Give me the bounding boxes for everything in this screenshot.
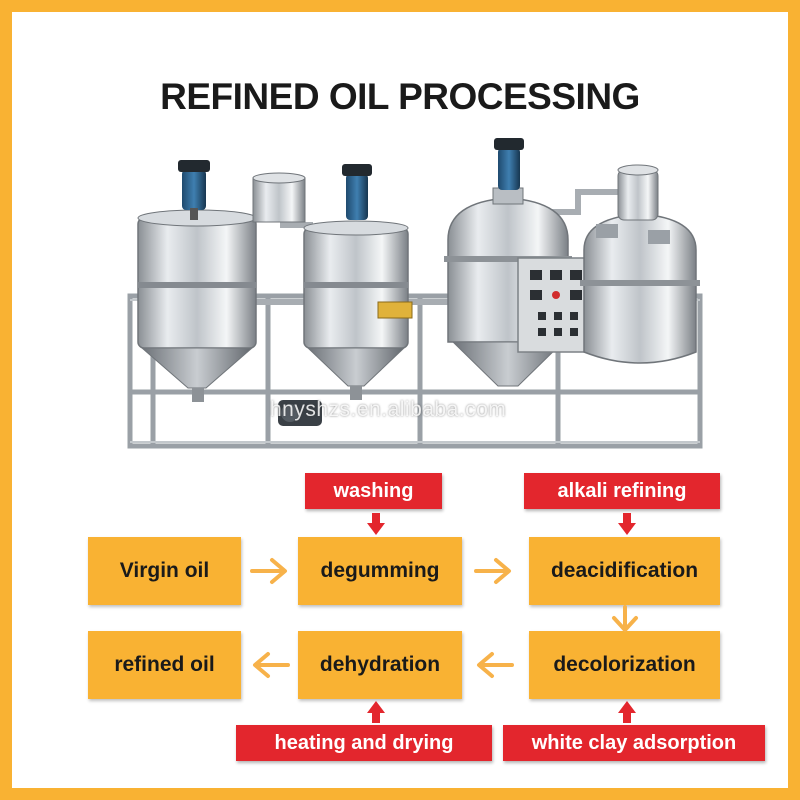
watermark-text: hnyshzs.en.alibaba.com bbox=[270, 398, 507, 421]
arrow-left-icon bbox=[477, 652, 514, 678]
arrow-down-red-icon bbox=[367, 513, 385, 535]
input-alkali-refining: alkali refining bbox=[524, 473, 720, 509]
oil-refinery-machine-image bbox=[127, 138, 703, 449]
step-refined-oil: refined oil bbox=[88, 631, 241, 699]
arrow-up-red-icon bbox=[618, 701, 636, 723]
arrow-right-icon bbox=[250, 558, 287, 584]
page-title: REFINED OIL PROCESSING bbox=[160, 76, 640, 117]
input-washing: washing bbox=[305, 473, 442, 509]
step-decolorization: decolorization bbox=[529, 631, 720, 699]
input-white-clay-adsorption: white clay adsorption bbox=[503, 725, 765, 761]
arrow-left-icon bbox=[253, 652, 290, 678]
arrow-up-red-icon bbox=[367, 701, 385, 723]
step-deacidification: deacidification bbox=[529, 537, 720, 605]
input-heating-and-drying: heating and drying bbox=[236, 725, 492, 761]
step-degumming: degumming bbox=[298, 537, 462, 605]
arrow-down-icon bbox=[612, 605, 638, 632]
arrow-down-red-icon bbox=[618, 513, 636, 535]
arrow-right-icon bbox=[474, 558, 511, 584]
step-virgin-oil: Virgin oil bbox=[88, 537, 241, 605]
step-dehydration: dehydration bbox=[298, 631, 462, 699]
